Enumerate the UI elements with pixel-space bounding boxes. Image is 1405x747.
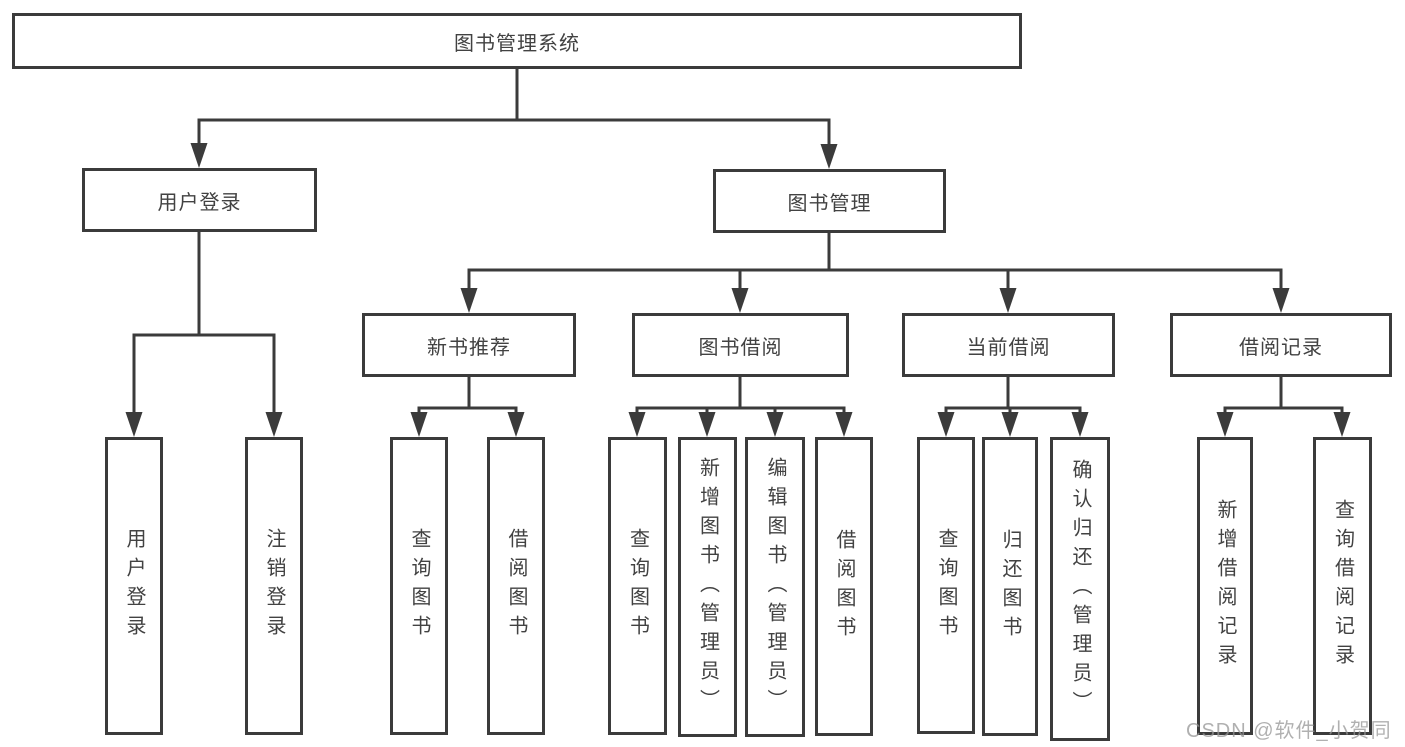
leaf-query-books-current: 查询图书 bbox=[917, 437, 975, 734]
node-current-borrow: 当前借阅 bbox=[902, 313, 1115, 377]
leaf-edit-books-admin: 编辑图书（管理员） bbox=[745, 437, 805, 737]
leaf-query-books-borrow: 查询图书 bbox=[608, 437, 667, 735]
node-label: 编辑图书（管理员） bbox=[764, 456, 786, 718]
node-label: 借阅图书 bbox=[833, 528, 855, 645]
leaf-user-login: 用户登录 bbox=[105, 437, 163, 735]
node-label: 查询借阅记录 bbox=[1331, 499, 1354, 673]
node-user-login-branch: 用户登录 bbox=[82, 168, 317, 232]
node-label: 新增图书（管理员） bbox=[696, 456, 719, 718]
node-label: 查询图书 bbox=[408, 528, 430, 644]
node-label: 注销登录 bbox=[263, 528, 285, 644]
node-borrow-records: 借阅记录 bbox=[1170, 313, 1392, 377]
node-label: 图书借阅 bbox=[698, 336, 783, 359]
csdn-watermark: CSDN @软件_小贺同学 bbox=[1186, 720, 1392, 742]
node-label: 图书管理 bbox=[787, 192, 872, 215]
leaf-query-books-recommend: 查询图书 bbox=[390, 437, 448, 735]
node-library-system: 图书管理系统 bbox=[12, 13, 1022, 69]
node-new-book-recommend: 新书推荐 bbox=[362, 313, 576, 377]
node-label: 借阅图书 bbox=[505, 528, 527, 644]
node-label: 归还图书 bbox=[999, 528, 1021, 645]
node-label: 确认归还（管理员） bbox=[1069, 458, 1091, 720]
node-label: 新增借阅记录 bbox=[1214, 499, 1236, 673]
leaf-return-books: 归还图书 bbox=[982, 437, 1038, 736]
node-label: 图书管理系统 bbox=[454, 32, 580, 55]
node-label: 查询图书 bbox=[626, 528, 649, 644]
leaf-query-borrow-record: 查询借阅记录 bbox=[1313, 437, 1372, 735]
leaf-logout: 注销登录 bbox=[245, 437, 303, 735]
node-label: 用户登录 bbox=[157, 191, 242, 214]
leaf-confirm-return-admin: 确认归还（管理员） bbox=[1050, 437, 1110, 741]
leaf-borrow-books-recommend: 借阅图书 bbox=[487, 437, 545, 735]
leaf-add-books-admin: 新增图书（管理员） bbox=[678, 437, 737, 737]
node-label: 用户登录 bbox=[123, 528, 145, 644]
leaf-borrow-books: 借阅图书 bbox=[815, 437, 873, 736]
node-label: 当前借阅 bbox=[966, 336, 1051, 359]
node-label: 借阅记录 bbox=[1239, 336, 1323, 359]
node-label: 查询图书 bbox=[935, 527, 957, 644]
leaf-add-borrow-record: 新增借阅记录 bbox=[1197, 437, 1253, 735]
node-book-borrow: 图书借阅 bbox=[632, 313, 849, 377]
node-book-management: 图书管理 bbox=[713, 169, 946, 233]
node-label: 新书推荐 bbox=[427, 336, 511, 359]
